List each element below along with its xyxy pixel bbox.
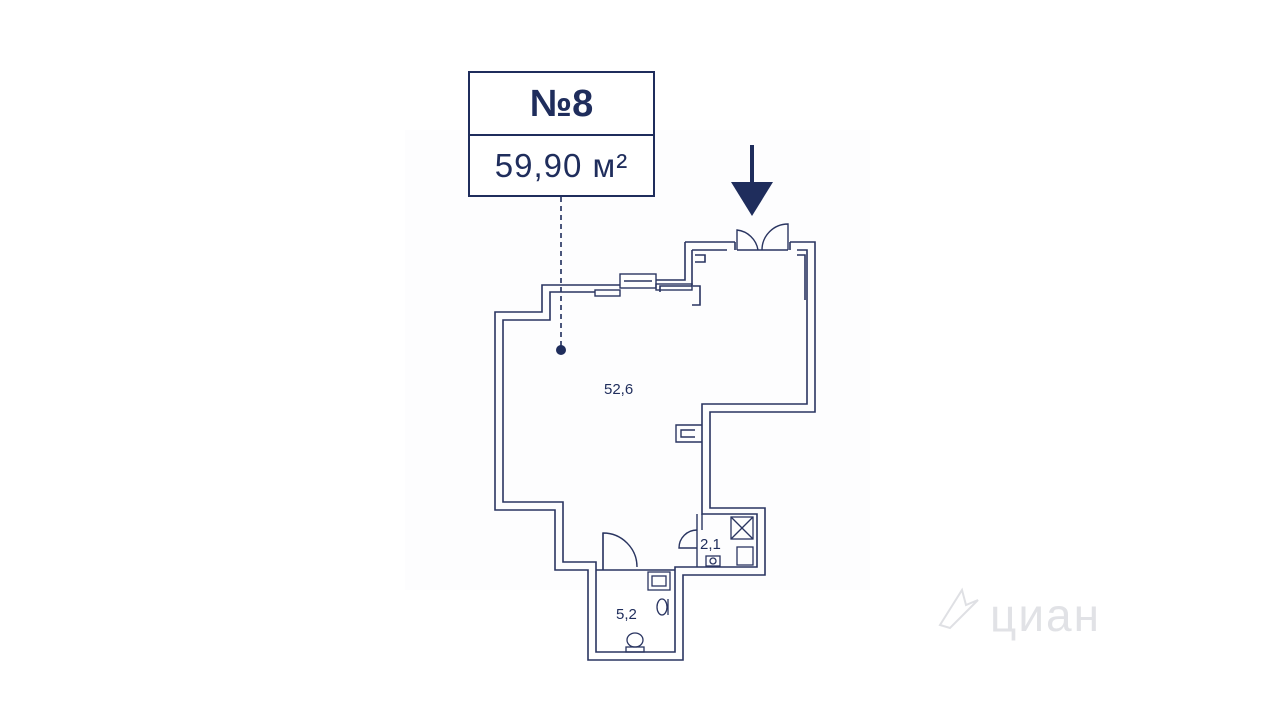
- entrance-door: [736, 223, 789, 251]
- watermark-text: циан: [990, 589, 1102, 641]
- toilet-large-icon: [625, 632, 645, 653]
- label-divider: [470, 134, 653, 136]
- unit-label-box: №8 59,90 м²: [468, 71, 655, 197]
- entrance-arrow-icon: [731, 145, 773, 216]
- room-area-bath-large: 5,2: [616, 606, 637, 623]
- sink-small-icon: [736, 546, 754, 566]
- toilet-small-icon: [705, 555, 721, 567]
- watermark-logo-icon: [938, 587, 979, 630]
- large-bathroom-walls: [596, 532, 675, 571]
- shower-icon: [730, 516, 754, 540]
- room-area-main: 52,6: [604, 381, 634, 398]
- unit-number: №8: [529, 83, 594, 125]
- plan-sheet: [405, 130, 870, 590]
- sink-large-icon: [647, 571, 671, 591]
- wall-niche: [594, 283, 693, 297]
- basin-icon: [656, 598, 669, 616]
- wall-recess: [675, 424, 702, 443]
- window-top: [619, 273, 657, 289]
- unit-area: 59,90 м²: [494, 147, 629, 184]
- room-area-bath-small: 2,1: [700, 536, 721, 553]
- small-bathroom-walls: [678, 514, 703, 567]
- leader-dot: [556, 345, 566, 355]
